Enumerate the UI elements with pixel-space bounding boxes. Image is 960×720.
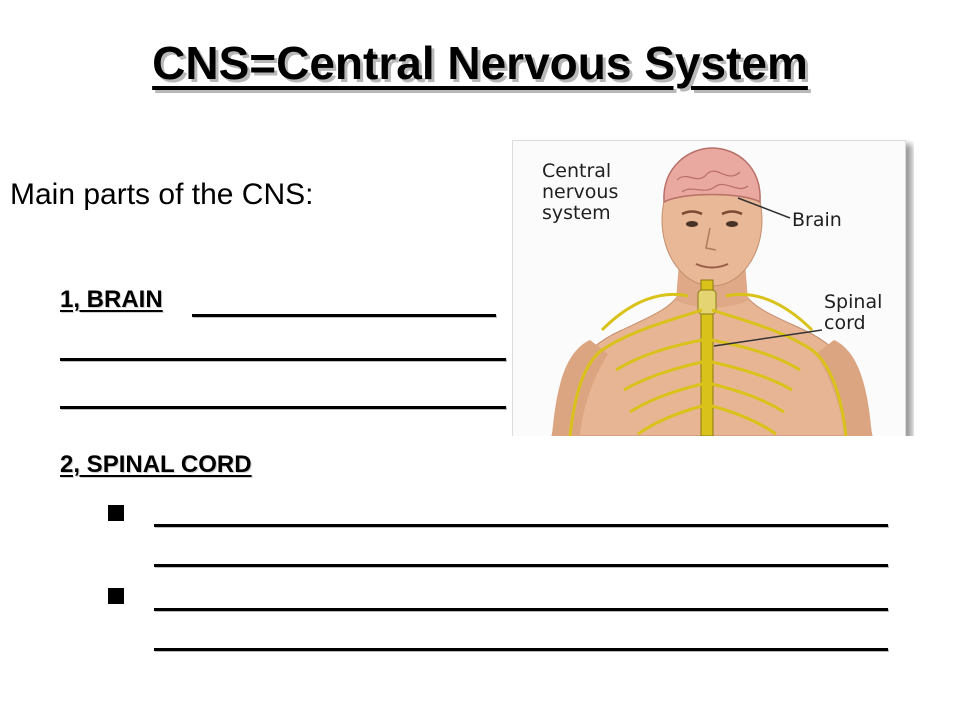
figure-cord-label: Spinal cord bbox=[824, 292, 904, 334]
bullet-square-1 bbox=[108, 505, 124, 521]
brain-answer-line-3 bbox=[60, 406, 506, 409]
brain-shape bbox=[663, 147, 761, 204]
cord-answer-line-3 bbox=[154, 608, 888, 611]
slide-title: CNS=Central Nervous System bbox=[152, 37, 808, 89]
cord-answer-line-2 bbox=[154, 564, 888, 567]
brain-pointer-line bbox=[737, 197, 791, 219]
body-drawing bbox=[551, 147, 873, 436]
nerve-branches bbox=[568, 292, 848, 436]
brain-answer-line-1 bbox=[192, 314, 496, 317]
brain-item-label: 1, BRAIN bbox=[60, 286, 163, 314]
figure-cord-line-2: cord bbox=[824, 312, 866, 334]
figure-title-line-2: nervous bbox=[542, 181, 619, 203]
intro-text: Main parts of the CNS: bbox=[10, 178, 314, 211]
cord-answer-line-1 bbox=[154, 524, 888, 527]
cord-pointer-line bbox=[713, 329, 823, 347]
figure-cord-line-1: Spinal bbox=[824, 291, 883, 313]
cord-answer-line-4 bbox=[154, 648, 888, 651]
bullet-square-2 bbox=[108, 588, 124, 604]
spinal-cord-item-text: 2, SPINAL CORD bbox=[60, 451, 252, 478]
eyebrows bbox=[681, 210, 743, 216]
brain-answer-line-2 bbox=[60, 358, 506, 361]
spinal-cord-shape bbox=[700, 279, 714, 436]
brain-item-text: 1, BRAIN bbox=[60, 286, 163, 313]
figure-brain-label: Brain bbox=[792, 209, 842, 231]
figure-title: Central nervous system bbox=[542, 161, 652, 224]
figure-title-line-1: Central bbox=[542, 160, 612, 182]
spinal-cord-item-label: 2, SPINAL CORD bbox=[60, 451, 252, 479]
cns-illustration: Central nervous system Brain Spinal cord bbox=[512, 140, 914, 436]
figure-title-line-3: system bbox=[542, 202, 611, 224]
brain-folds bbox=[676, 170, 749, 193]
right-arm bbox=[816, 340, 872, 436]
